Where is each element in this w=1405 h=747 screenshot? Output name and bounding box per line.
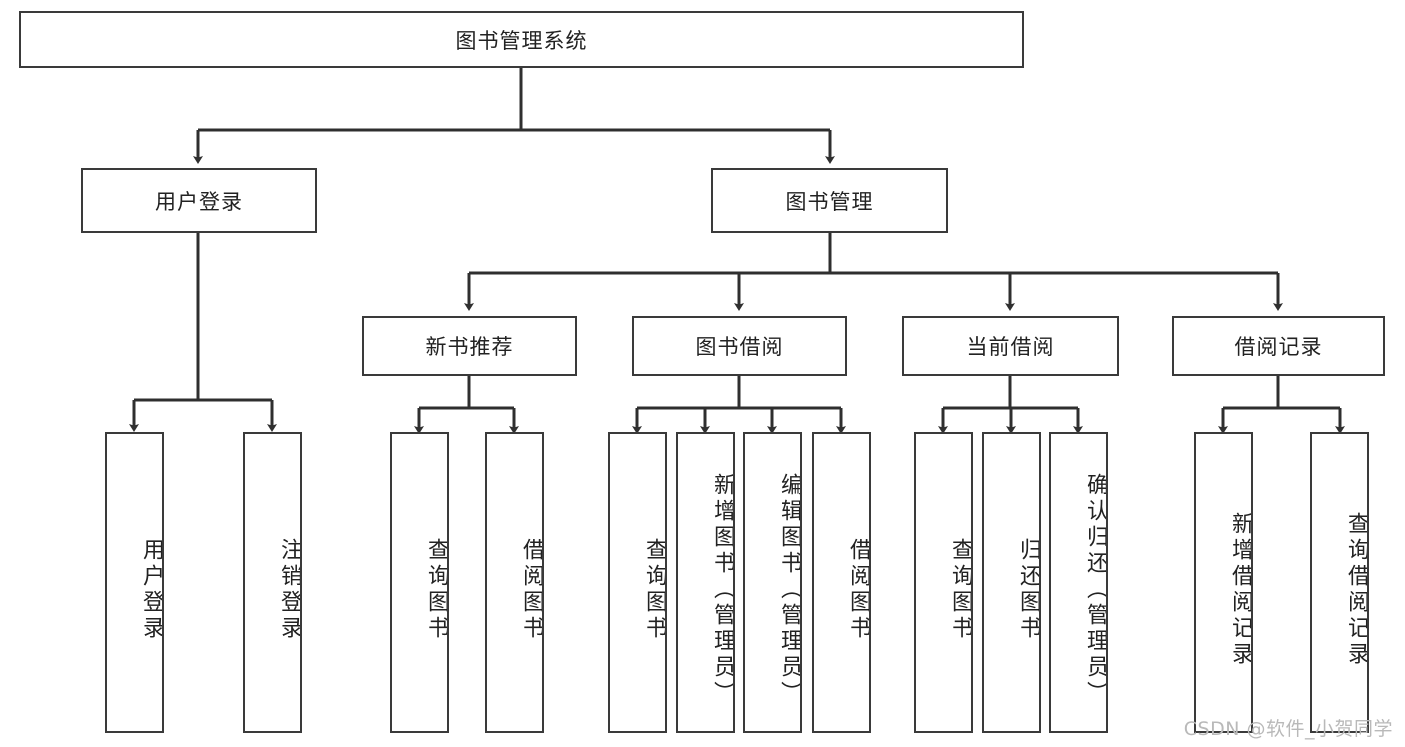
node-borrow-record[interactable]: 借阅记录 bbox=[1172, 316, 1385, 376]
leaf-record-add-record[interactable]: 新增借阅记录 bbox=[1194, 432, 1253, 733]
leaf-recommend-query-book[interactable]: 查询图书 bbox=[390, 432, 449, 733]
leaf-current-return-book[interactable]: 归还图书 bbox=[982, 432, 1041, 733]
leaf-borrow-edit-book-admin[interactable]: 编辑图书（管理员） bbox=[743, 432, 802, 733]
node-user-login[interactable]: 用户登录 bbox=[81, 168, 317, 233]
leaf-borrow-add-book-admin[interactable]: 新增图书（管理员） bbox=[676, 432, 735, 733]
node-new-book-recommend[interactable]: 新书推荐 bbox=[362, 316, 577, 376]
leaf-recommend-borrow-book[interactable]: 借阅图书 bbox=[485, 432, 544, 733]
node-book-borrow[interactable]: 图书借阅 bbox=[632, 316, 847, 376]
leaf-current-query-book[interactable]: 查询图书 bbox=[914, 432, 973, 733]
node-current-borrow[interactable]: 当前借阅 bbox=[902, 316, 1119, 376]
leaf-record-query-record[interactable]: 查询借阅记录 bbox=[1310, 432, 1369, 733]
leaf-borrow-query-book[interactable]: 查询图书 bbox=[608, 432, 667, 733]
leaf-user-login-logout[interactable]: 注销登录 bbox=[243, 432, 302, 733]
watermark: CSDN @软件_小贺同学 bbox=[1183, 718, 1393, 740]
leaf-borrow-borrow-book[interactable]: 借阅图书 bbox=[812, 432, 871, 733]
leaf-current-confirm-return-admin[interactable]: 确认归还（管理员） bbox=[1049, 432, 1108, 733]
node-root[interactable]: 图书管理系统 bbox=[19, 11, 1024, 68]
leaf-user-login-login[interactable]: 用户登录 bbox=[105, 432, 164, 733]
node-book-management[interactable]: 图书管理 bbox=[711, 168, 948, 233]
